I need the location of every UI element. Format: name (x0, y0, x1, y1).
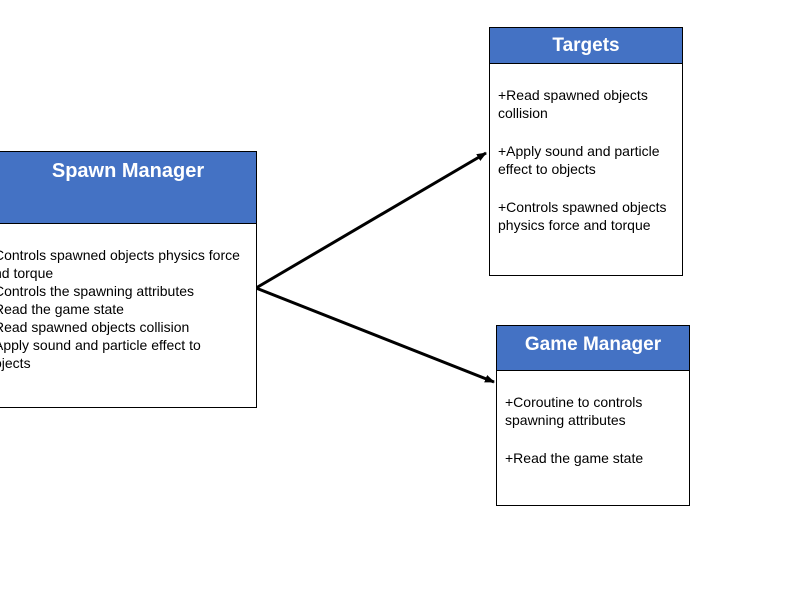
game-manager-title: Game Manager (497, 326, 689, 371)
targets-title: Targets (490, 28, 682, 64)
game-manager-item-line: +Read the game state (505, 450, 644, 466)
spawn-manager-title: Spawn Manager (0, 152, 256, 224)
game-manager-box: Game Manager +Coroutine to controls spaw… (496, 325, 690, 506)
spawn-manager-line: nd torque (0, 265, 54, 281)
targets-item-line: +Read spawned objects (498, 87, 648, 103)
game-manager-body: +Coroutine to controls spawning attribut… (497, 371, 689, 467)
targets-item-line: +Apply sound and particle (498, 143, 660, 159)
targets-body: +Read spawned objects collision +Apply s… (490, 64, 682, 234)
targets-item-line: effect to objects (498, 161, 596, 177)
spawn-manager-box: Spawn Manager Controls spawned objects p… (0, 151, 257, 408)
spawn-manager-line: Read the game state (0, 301, 124, 317)
spawn-manager-line: Controls the spawning attributes (0, 283, 194, 299)
game-manager-item-line: spawning attributes (505, 412, 626, 428)
game-manager-item-line: +Coroutine to controls (505, 394, 643, 410)
targets-item-line: +Controls spawned objects (498, 199, 667, 215)
arrow-to-targets (255, 151, 487, 290)
targets-box: Targets +Read spawned objects collision … (489, 27, 683, 276)
spawn-manager-line: Controls spawned objects physics force (0, 247, 240, 263)
targets-item-line: collision (498, 105, 548, 121)
spawn-manager-line: Read spawned objects collision (0, 319, 190, 335)
spawn-manager-body: Controls spawned objects physics force n… (0, 224, 256, 372)
targets-item-line: physics force and torque (498, 217, 651, 233)
arrow-to-game-manager (255, 286, 495, 384)
spawn-manager-line: Apply sound and particle effect to (0, 337, 201, 353)
